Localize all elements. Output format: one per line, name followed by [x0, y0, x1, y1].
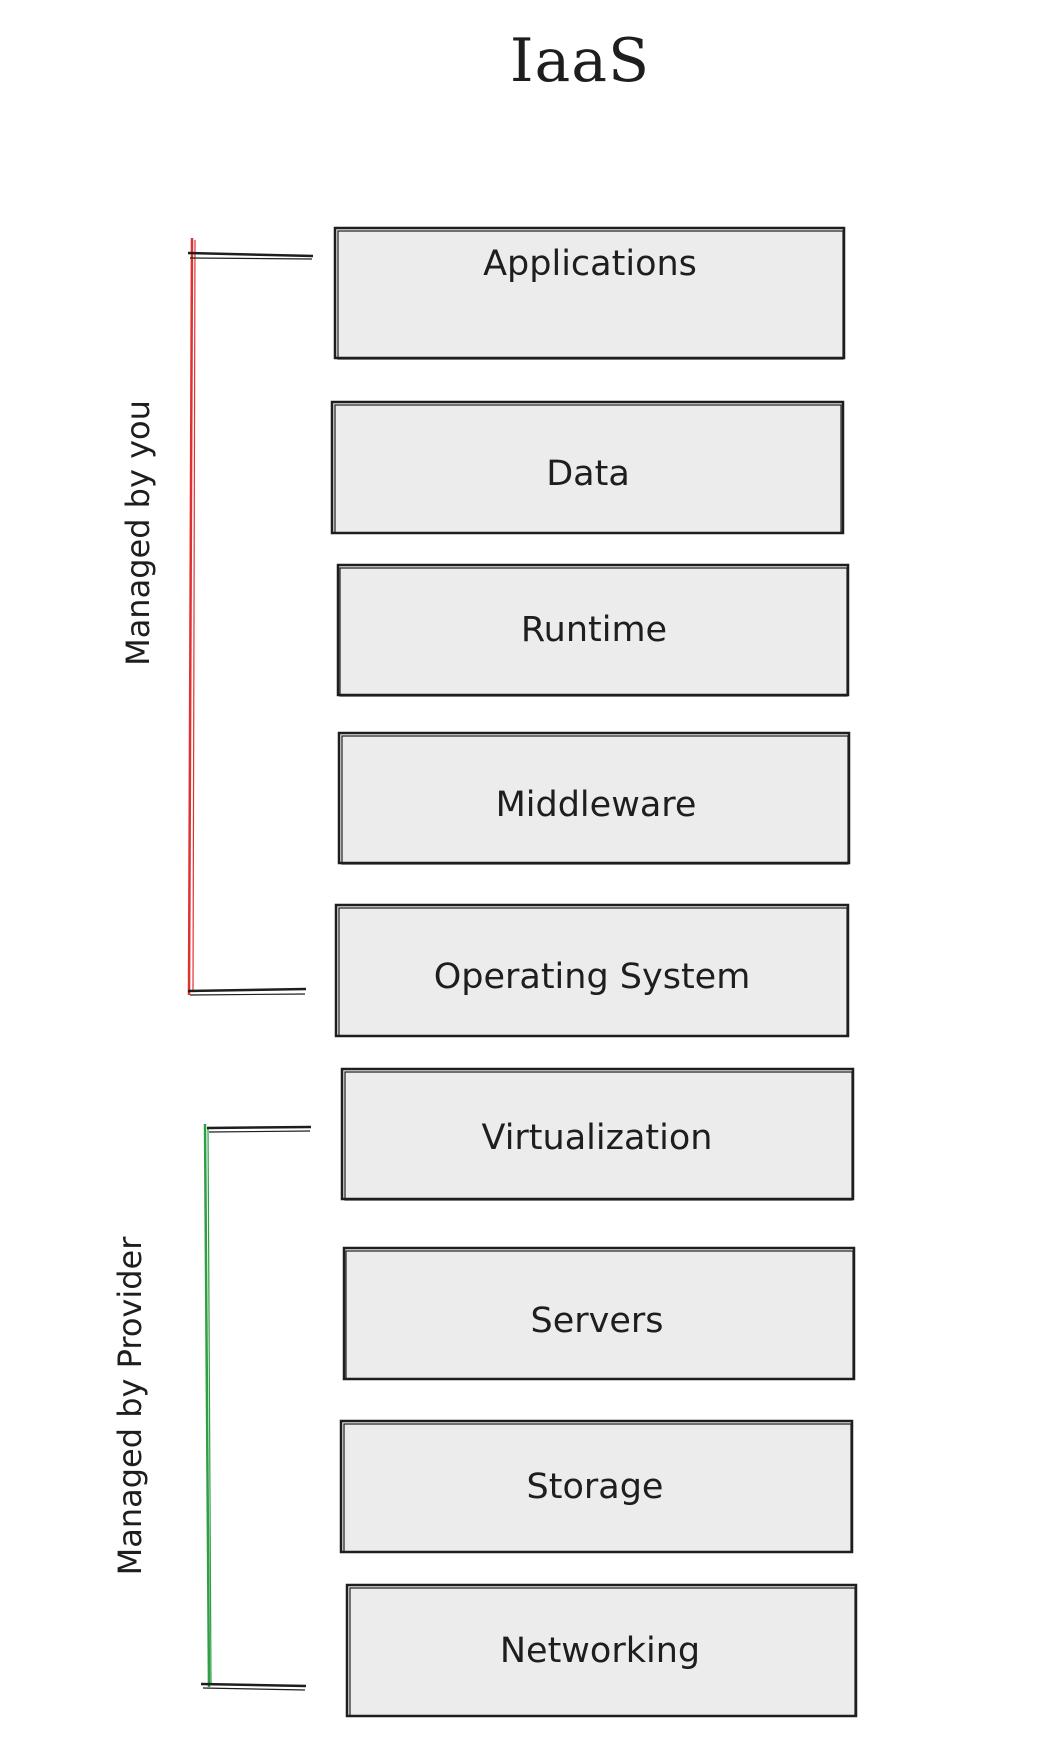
layer-box-data	[330, 400, 845, 535]
layer-box-middleware	[337, 731, 851, 865]
bracket-provider-bottom-tick-echo	[202, 1687, 306, 1691]
layer-label-applications: Applications	[483, 244, 697, 284]
group-label-managed-by-you: Managed by you	[119, 400, 157, 666]
layer-label-runtime: Runtime	[520, 610, 668, 650]
layer-box-runtime	[336, 563, 850, 697]
layer-label-virtualization: Virtualization	[481, 1118, 713, 1158]
layer-box-networking	[345, 1583, 858, 1718]
layer-box-applications	[333, 226, 846, 360]
diagram-title: IaaS	[509, 26, 651, 96]
layer-label-storage: Storage	[526, 1467, 664, 1507]
layer-label-middleware: Middleware	[495, 785, 697, 825]
layer-box-storage	[339, 1419, 854, 1554]
bracket-provider-top-tick	[206, 1125, 312, 1130]
layer-label-data: Data	[546, 454, 630, 494]
bracket-you-bottom-tick-echo	[189, 993, 306, 996]
bracket-provider-vertical-echo	[207, 1126, 212, 1685]
layer-label-servers: Servers	[530, 1301, 664, 1341]
bracket-managed-by-provider	[200, 1123, 312, 1691]
layer-box-virtualization	[340, 1067, 855, 1201]
layer-label-operating-system: Operating System	[433, 957, 751, 997]
layer-label-networking: Networking	[499, 1631, 701, 1671]
layer-box-servers	[342, 1246, 856, 1381]
bracket-you-bottom-tick	[187, 987, 307, 993]
bracket-provider-vertical	[203, 1123, 211, 1688]
layer-box-operating-system	[334, 903, 850, 1038]
bracket-you-vertical-echo	[192, 239, 196, 993]
bracket-managed-by-you	[187, 237, 314, 996]
bracket-you-vertical	[187, 237, 194, 996]
layer-boxes	[330, 226, 858, 1718]
bracket-provider-top-tick-echo	[208, 1130, 311, 1133]
bracket-you-top-tick	[187, 251, 314, 258]
group-label-managed-by-provider: Managed by Provider	[111, 1236, 149, 1576]
bracket-you-top-tick-echo	[189, 257, 313, 260]
bracket-provider-bottom-tick	[200, 1682, 307, 1688]
